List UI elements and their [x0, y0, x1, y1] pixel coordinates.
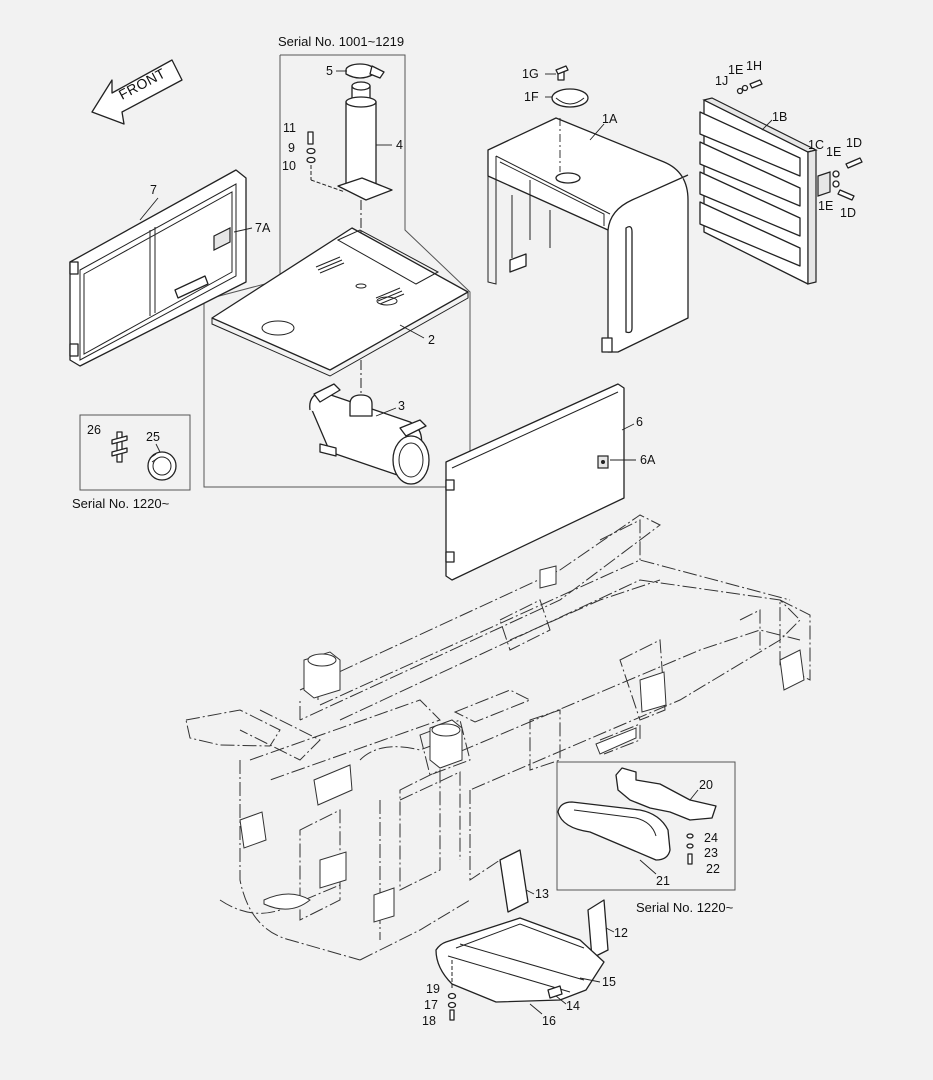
label-7: 7: [150, 183, 157, 197]
label-1D-bottom: 1D: [840, 206, 856, 220]
serial-caption-left: Serial No. 1220~: [72, 496, 170, 511]
front-arrow: FRONT: [91, 59, 183, 125]
label-1B: 1B: [772, 110, 787, 124]
label-14: 14: [566, 999, 580, 1013]
upper-frame-phantom: [185, 514, 811, 961]
label-16: 16: [542, 1014, 556, 1028]
part-4-tail-pipe: 4: [337, 81, 403, 285]
label-1A: 1A: [602, 112, 618, 126]
label-5: 5: [326, 64, 333, 78]
part-1B-louver-panel: 1B 1C 1D 1E 1E 1D 1J 1E 1H: [699, 59, 863, 285]
part-9-10-11-bolt-set: 11 9 10: [282, 121, 346, 193]
part-3-muffler: 3: [309, 383, 430, 485]
label-9: 9: [288, 141, 295, 155]
label-1G: 1G: [522, 67, 539, 81]
label-22: 22: [706, 862, 720, 876]
label-18: 18: [422, 1014, 436, 1028]
frame-mount-blocks: [239, 565, 805, 923]
label-1E-top: 1E: [728, 63, 743, 77]
label-4: 4: [396, 138, 403, 152]
label-6A: 6A: [640, 453, 656, 467]
label-24: 24: [704, 831, 718, 845]
serial-caption-bottom-right: Serial No. 1220~: [636, 900, 734, 915]
label-20: 20: [699, 778, 713, 792]
label-11: 11: [283, 121, 296, 135]
label-1C: 1C: [808, 138, 824, 152]
label-2: 2: [428, 333, 435, 347]
serial-caption-top: Serial No. 1001~1219: [278, 34, 404, 49]
label-21: 21: [656, 874, 670, 888]
label-13: 13: [535, 887, 549, 901]
label-7A: 7A: [255, 221, 271, 235]
label-1F: 1F: [524, 90, 539, 104]
part-2-muffler-plate: 2: [211, 227, 469, 398]
label-17: 17: [424, 998, 438, 1012]
under-cover-assembly: 13 12 15 14 16 19 17 18: [422, 849, 628, 1028]
label-25: 25: [146, 430, 160, 444]
label-1E-bottom: 1E: [818, 199, 833, 213]
part-1A-engine-hood: 1A: [487, 112, 689, 353]
label-6: 6: [636, 415, 643, 429]
part-1F-1G-cover-bolt: 1G 1F: [522, 65, 589, 108]
label-26: 26: [87, 423, 101, 437]
label-12: 12: [614, 926, 628, 940]
label-10: 10: [282, 159, 296, 173]
label-3: 3: [398, 399, 405, 413]
label-23: 23: [704, 846, 718, 860]
label-19: 19: [426, 982, 440, 996]
part-7-side-door: 7A 7: [69, 169, 271, 367]
cover-plate-box: Serial No. 1220~ 20 21 24 23 22: [556, 761, 736, 915]
label-1D-top: 1D: [846, 136, 862, 150]
part-6-side-cover: 6A 6: [445, 383, 656, 581]
label-1J: 1J: [715, 74, 728, 88]
label-1E-mid: 1E: [826, 145, 841, 159]
bracket-parts-box: Serial No. 1220~ 26 25: [72, 414, 191, 511]
label-1H: 1H: [746, 59, 762, 73]
label-15: 15: [602, 975, 616, 989]
part-5-rain-cap: 5: [326, 63, 385, 79]
